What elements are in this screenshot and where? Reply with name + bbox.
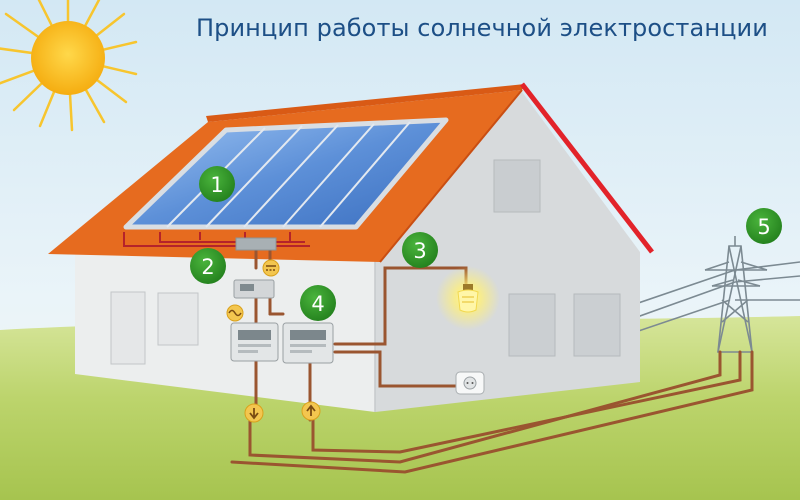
- front-door: [110, 291, 146, 365]
- marker-4-label: 4: [311, 292, 324, 316]
- marker-3-label: 3: [413, 239, 426, 263]
- junction-box: [235, 237, 277, 251]
- side-window: [573, 293, 621, 357]
- inverter-icon: [233, 279, 275, 299]
- marker-1: 1: [199, 166, 235, 202]
- marker-5: 5: [746, 208, 782, 244]
- side-window: [508, 293, 556, 357]
- meter-generation-icon: [282, 322, 334, 364]
- page-title: Принцип работы солнечной электростанции: [196, 14, 768, 42]
- attic-window: [493, 159, 541, 213]
- ac-symbol-icon: [226, 304, 244, 322]
- marker-5-label: 5: [757, 215, 770, 239]
- arrow-down-icon: [244, 403, 264, 423]
- light-bulb-icon: [436, 266, 500, 330]
- dc-symbol-icon: [262, 259, 280, 277]
- house-front-wall: [75, 252, 375, 412]
- marker-1-label: 1: [210, 173, 223, 197]
- meter-consumption-icon: [230, 322, 279, 362]
- front-window: [157, 292, 199, 346]
- power-outlet-icon: [455, 371, 485, 395]
- arrow-up-icon: [301, 401, 321, 421]
- marker-2-label: 2: [201, 255, 214, 279]
- marker-2: 2: [190, 248, 226, 284]
- marker-4: 4: [300, 285, 336, 321]
- marker-3: 3: [402, 232, 438, 268]
- ground-wires: [230, 350, 754, 474]
- sun-icon: [0, 0, 138, 132]
